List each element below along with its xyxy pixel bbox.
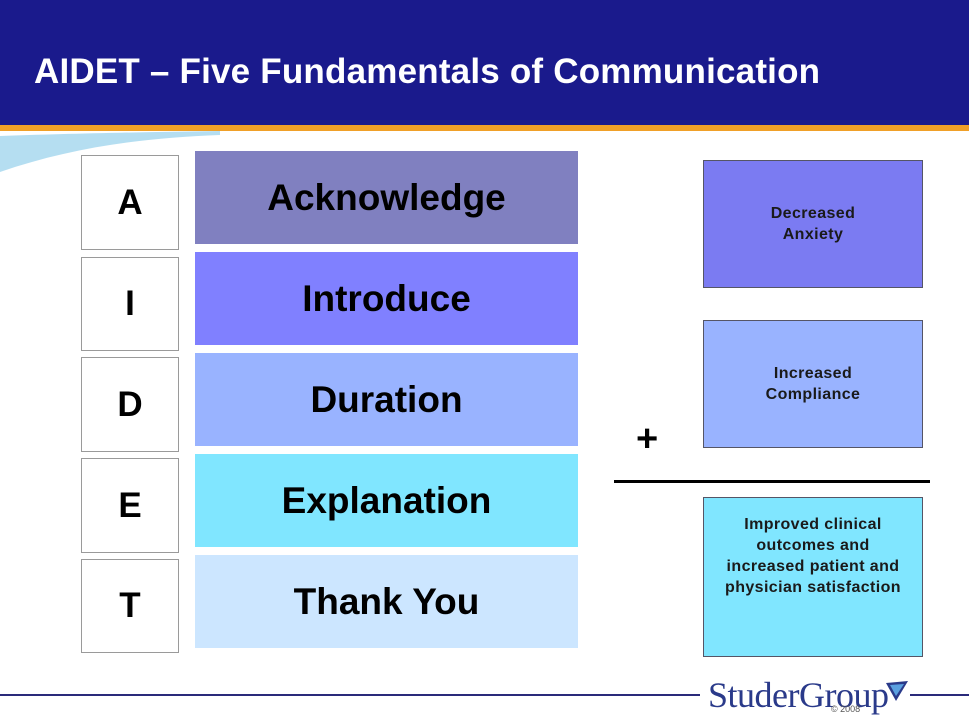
word-thank-you: Thank You xyxy=(195,555,578,648)
studergroup-logo: StuderGroup xyxy=(708,675,889,715)
copyright: © 2008 xyxy=(831,704,861,714)
outcome-improved-clinical: Improved clinical outcomes and increased… xyxy=(703,497,923,657)
letter-e: E xyxy=(81,458,179,553)
slide-header: AIDET – Five Fundamentals of Communicati… xyxy=(0,0,969,125)
plus-sign: + xyxy=(636,418,659,460)
footer-line-left xyxy=(0,694,700,696)
word-acknowledge: Acknowledge xyxy=(195,151,578,244)
letter-d: D xyxy=(81,357,179,452)
sum-line xyxy=(614,480,930,483)
letter-i: I xyxy=(81,257,179,351)
outcome-decreased-anxiety: Decreased Anxiety xyxy=(703,160,923,288)
letter-t: T xyxy=(81,559,179,653)
outcome-increased-compliance: Increased Compliance xyxy=(703,320,923,448)
logo-checkmark-icon xyxy=(886,681,908,701)
header-accent-band xyxy=(0,125,969,131)
word-duration: Duration xyxy=(195,353,578,446)
letter-a: A xyxy=(81,155,179,250)
footer-line-right xyxy=(910,694,969,696)
word-introduce: Introduce xyxy=(195,252,578,345)
slide-title: AIDET – Five Fundamentals of Communicati… xyxy=(34,52,821,91)
header-swoosh xyxy=(0,131,220,172)
word-explanation: Explanation xyxy=(195,454,578,547)
